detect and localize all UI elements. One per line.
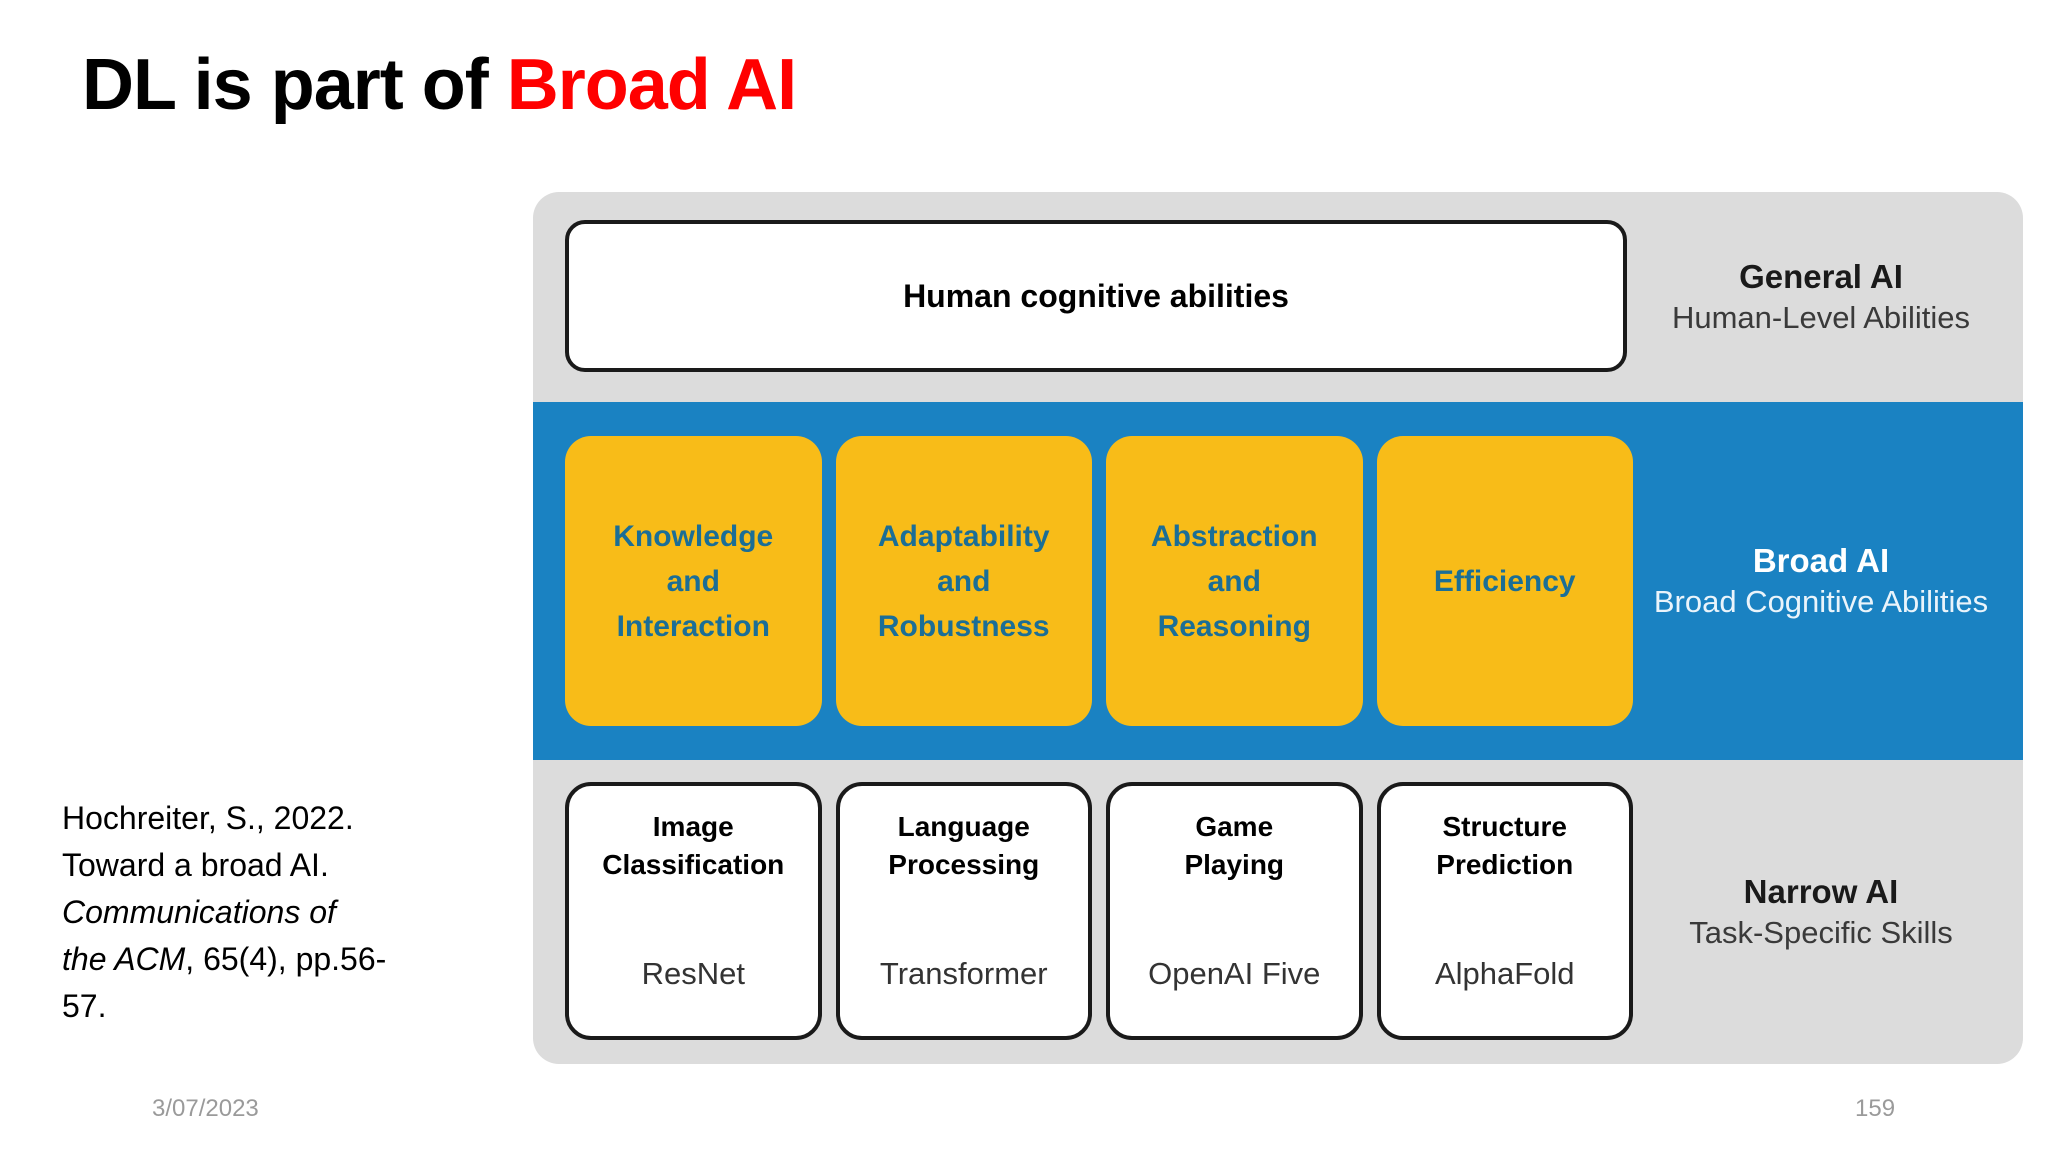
narrow-ai-card-image-classification[interactable]: Image Classification ResNet: [565, 782, 822, 1040]
narrow-ai-card-language-processing[interactable]: Language Processing Transformer: [835, 782, 1092, 1040]
broad-ai-card-knowledge-interaction[interactable]: Knowledge and Interaction: [565, 436, 822, 726]
citation-volume-pages: , 65(4), pp.56-: [185, 941, 387, 977]
human-cognitive-abilities-box[interactable]: Human cognitive abilities: [565, 220, 1627, 372]
narrow-ai-card-model: AlphaFold: [1434, 956, 1575, 991]
narrow-ai-card-model: OpenAI Five: [1148, 956, 1321, 991]
narrow-ai-card-title: Language Processing: [888, 811, 1040, 880]
band-narrow-ai-label: Narrow AI Task-Specific Skills: [1633, 871, 2023, 953]
band-general-ai-subtitle: Human-Level Abilities: [1671, 300, 1971, 335]
citation-line-5: 57.: [62, 988, 107, 1024]
citation-line-2: Toward a broad AI.: [62, 847, 329, 883]
band-broad-ai-content: Knowledge and Interaction Adaptability a…: [533, 402, 1633, 760]
narrow-ai-card-title: Game Playing: [1184, 811, 1285, 880]
narrow-ai-card-structure-prediction[interactable]: Structure Prediction AlphaFold: [1376, 782, 1633, 1040]
footer-date: 3/07/2023: [152, 1095, 259, 1122]
narrow-ai-card-title: Structure Prediction: [1436, 811, 1574, 880]
citation-journal-line-2: the ACM: [62, 941, 186, 977]
band-broad-ai-title: Broad AI: [1752, 542, 1890, 579]
citation-block: Hochreiter, S., 2022. Toward a broad AI.…: [62, 795, 432, 1030]
band-general-ai-title: General AI: [1739, 258, 1903, 295]
band-broad-ai: Knowledge and Interaction Adaptability a…: [533, 402, 2023, 760]
broad-ai-card-adaptability-robustness[interactable]: Adaptability and Robustness: [835, 436, 1092, 726]
page-title-prefix: DL is part of: [82, 45, 507, 125]
human-cognitive-abilities-label: Human cognitive abilities: [903, 277, 1289, 314]
narrow-ai-card-model: ResNet: [641, 956, 745, 991]
band-broad-ai-label: Broad AI Broad Cognitive Abilities: [1633, 540, 2023, 622]
narrow-ai-card-list: Image Classification ResNet Language Pro…: [565, 782, 1633, 1040]
band-narrow-ai: Image Classification ResNet Language Pro…: [533, 760, 2023, 1064]
broad-ai-card-abstraction-reasoning[interactable]: Abstraction and Reasoning: [1106, 436, 1363, 726]
broad-ai-card-list: Knowledge and Interaction Adaptability a…: [565, 436, 1633, 726]
band-narrow-ai-subtitle: Task-Specific Skills: [1689, 915, 1953, 950]
band-general-ai-content: Human cognitive abilities: [533, 192, 1633, 402]
ai-hierarchy-diagram: Human cognitive abilities General AI Hum…: [533, 192, 2023, 1064]
band-general-ai-label: General AI Human-Level Abilities: [1633, 256, 2023, 338]
page-title-accent: Broad AI: [506, 45, 797, 125]
broad-ai-card-efficiency[interactable]: Efficiency: [1376, 436, 1633, 726]
band-general-ai: Human cognitive abilities General AI Hum…: [533, 192, 2023, 402]
band-narrow-ai-title: Narrow AI: [1743, 873, 1899, 910]
narrow-ai-card-model: Transformer: [879, 956, 1048, 991]
band-broad-ai-subtitle: Broad Cognitive Abilities: [1653, 584, 1989, 619]
narrow-ai-card-title: Image Classification: [602, 811, 785, 880]
band-narrow-ai-content: Image Classification ResNet Language Pro…: [533, 760, 1633, 1064]
footer-page-number: 159: [1855, 1095, 1896, 1122]
citation-journal-line-1: Communications of: [62, 894, 336, 930]
narrow-ai-card-game-playing[interactable]: Game Playing OpenAI Five: [1106, 782, 1363, 1040]
page-title: DL is part of Broad AI: [82, 44, 797, 126]
citation-line-1: Hochreiter, S., 2022.: [62, 800, 354, 836]
